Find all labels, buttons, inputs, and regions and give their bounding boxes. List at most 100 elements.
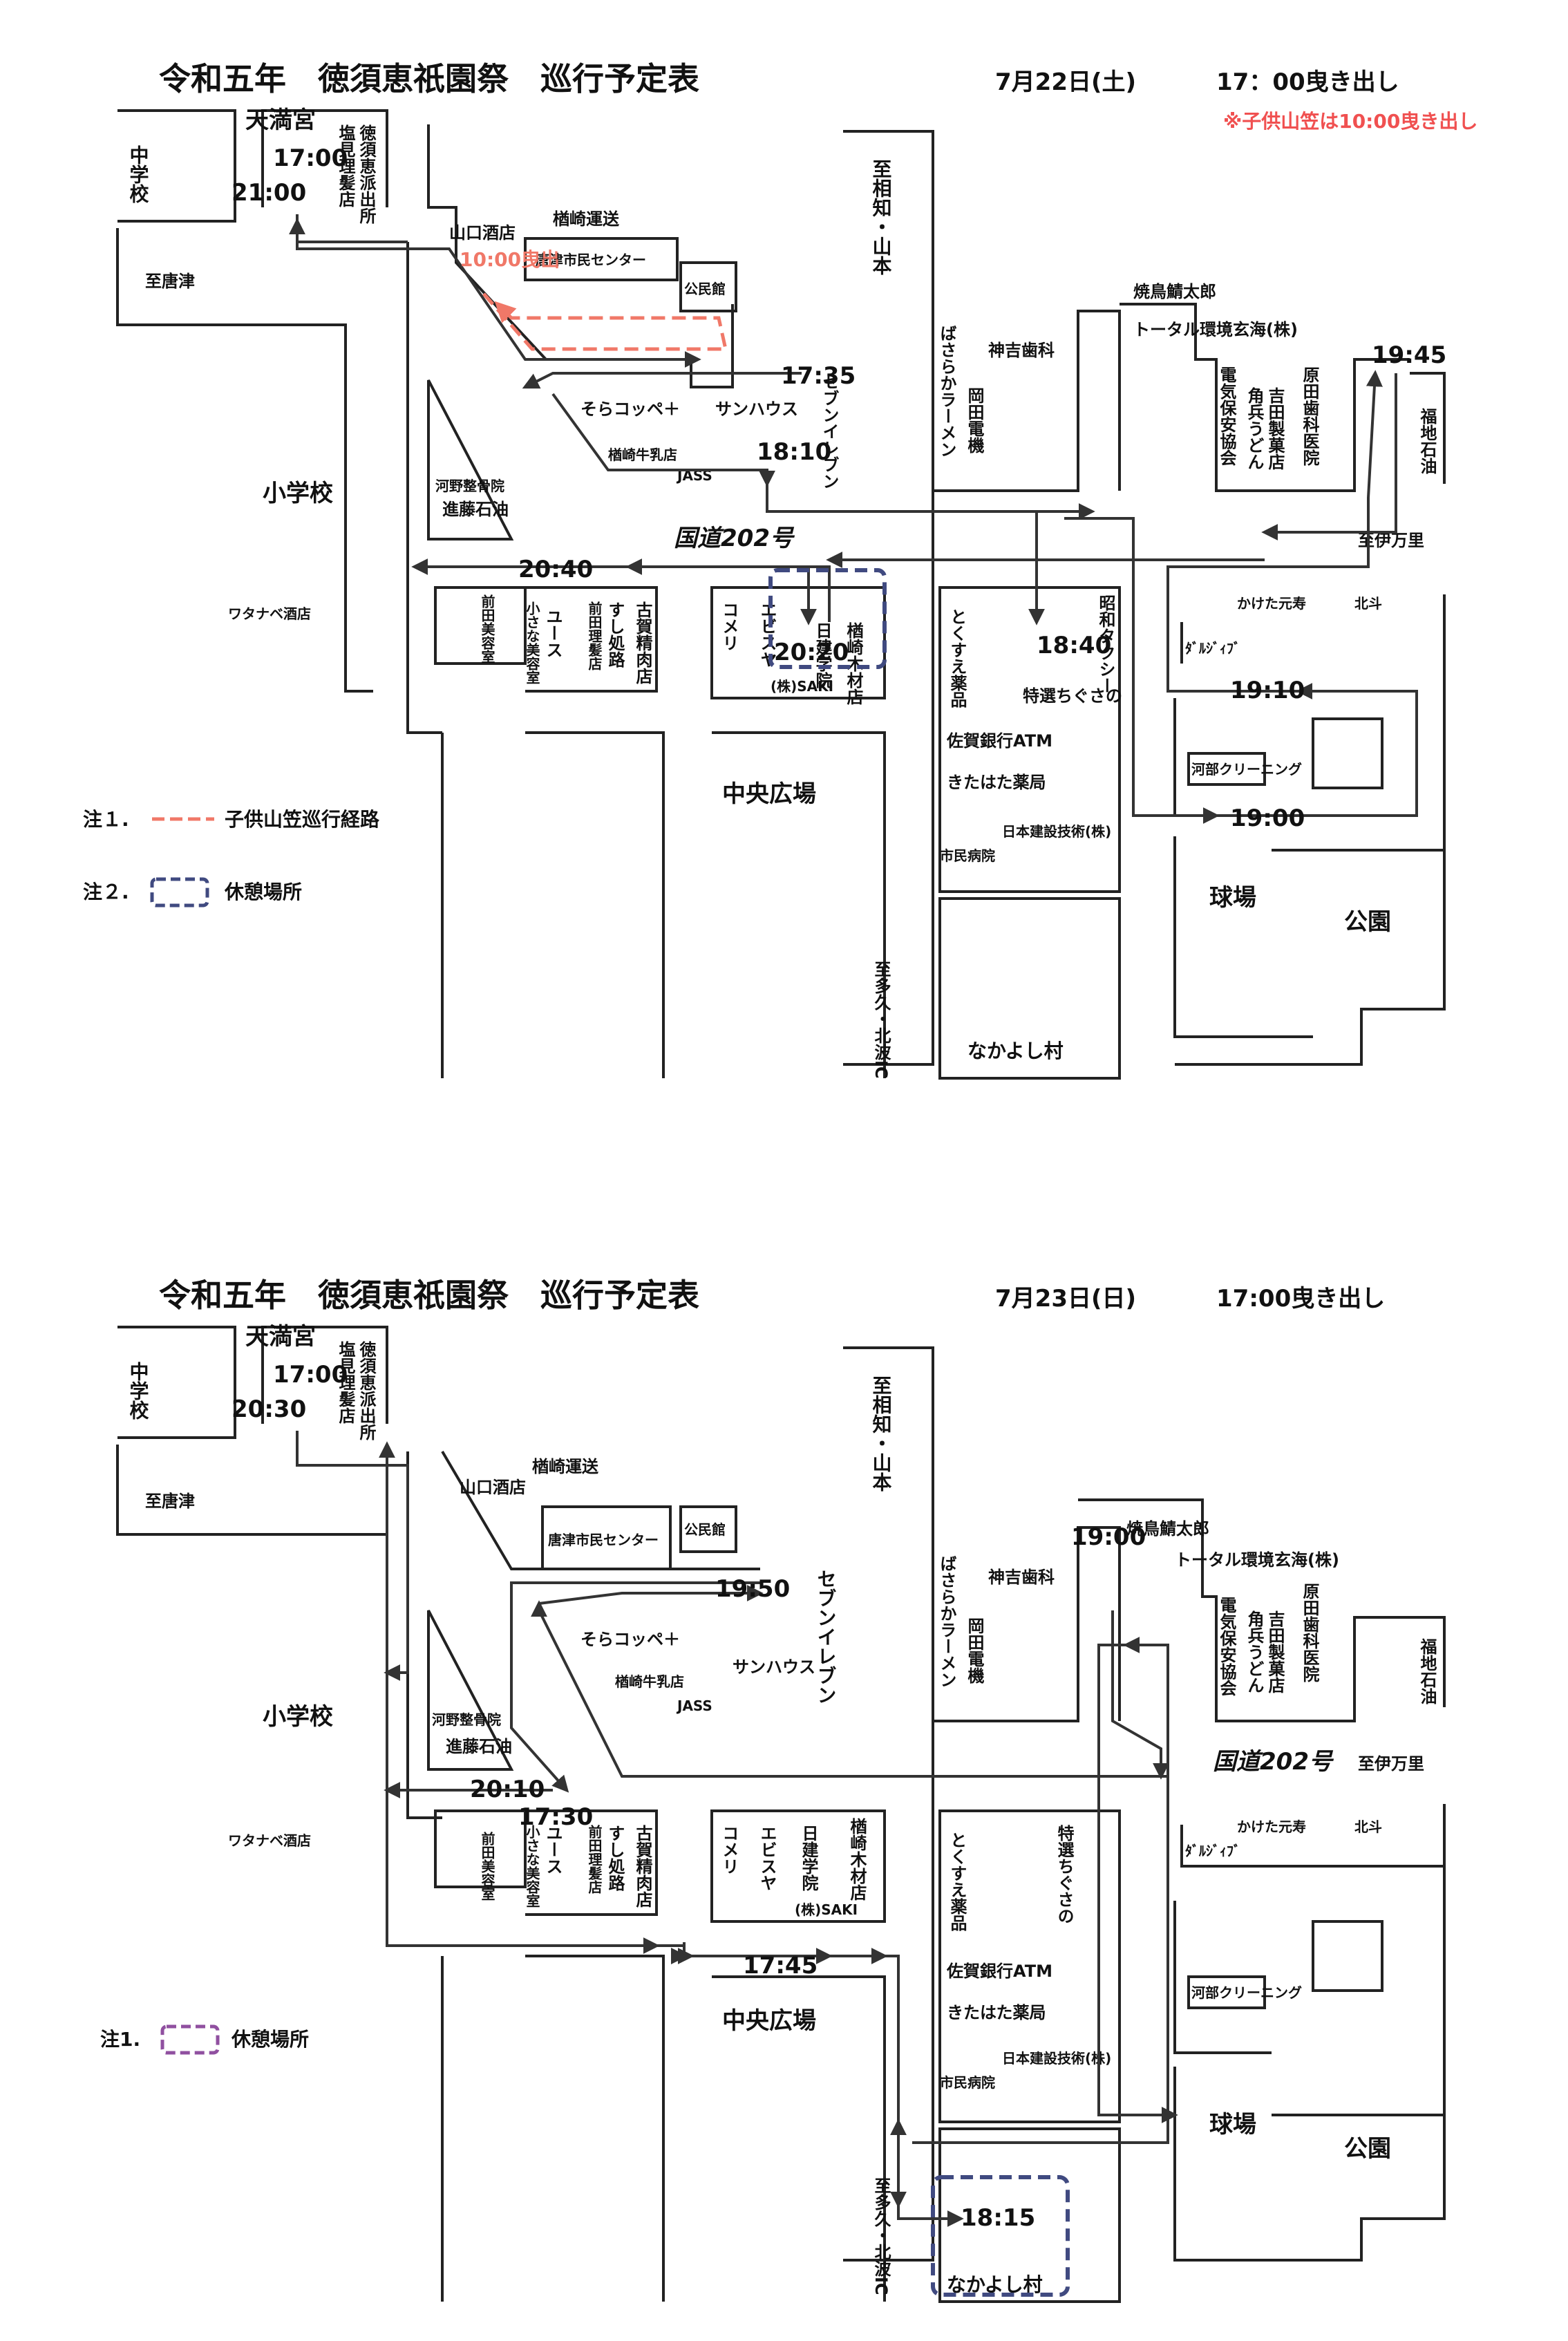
map1: 令和五年 徳須恵祇園祭 巡行予定表 7月22日(土) 17：00曳き出し ※子供… [83, 60, 1477, 1080]
label-kitahata: きたはた薬局 [947, 773, 1046, 792]
label-seven: セブンイレブン [820, 373, 839, 489]
label-kokudo: 国道202号 [674, 525, 795, 552]
label-kyujo: 球場 [1209, 884, 1256, 912]
map2-label-karatsu: 至唐津 [145, 1492, 195, 1511]
label-mokuzai: 楢崎木材店 [844, 622, 864, 706]
label-saki: (株)SAKI [771, 678, 833, 695]
label-karatsu: 至唐津 [145, 272, 195, 291]
map2-time-7: 19:00 [1071, 1523, 1146, 1551]
map2-label-shindo: 進藤石油 [446, 1737, 512, 1756]
map2-label-yamaguchi: 山口酒店 [460, 1478, 526, 1497]
map2-label-saki: (株)SAKI [795, 1901, 858, 1918]
map2-time-6: 18:15 [961, 2204, 1035, 2232]
map2-label-okada: 岡田電機 [965, 1617, 984, 1684]
map2-label-ic: 至多久・北波IC [871, 2177, 891, 2295]
map1-note2-text: 休憩場所 [224, 881, 302, 903]
map2-label-chugakko: 中学校 [127, 1362, 150, 1420]
label-tokusen: 特選ちぐさの [1023, 686, 1122, 706]
map2-label-drive: ﾀﾞﾙｼﾞｨﾌﾞ [1185, 1843, 1240, 1859]
map2-label-shogakko: 小学校 [263, 1703, 333, 1731]
map2-label-koga: 古賀精肉店 [633, 1825, 653, 1908]
map1-time-8: 19:10 [1230, 677, 1305, 704]
label-harada: 原田歯科医院 [1300, 366, 1319, 466]
map2-label-ebisuya: エビスヤ [757, 1825, 777, 1891]
label-drive: ﾀﾞﾙｼﾞｨﾌﾞ [1185, 640, 1240, 657]
label-katsuta: かけた元寿 [1237, 595, 1306, 612]
label-kominkan: 公民館 [684, 281, 726, 297]
map2-label-tokusen: 特選ちぐさの [1055, 1825, 1074, 1924]
label-center: 唐津市民センター [536, 252, 646, 268]
map2-start: 17:00曳き出し [1216, 1285, 1385, 1313]
map2-time-5: 17:45 [743, 1952, 818, 1980]
label-tenmangu: 天満宮 [245, 106, 316, 134]
label-narasaki: 楢崎運送 [553, 209, 620, 229]
label-hokuto: 北斗 [1354, 595, 1382, 612]
map2-label-toyama: とくすえ薬品 [947, 1832, 967, 1931]
map2-label-saga-atm: 佐賀銀行ATM [946, 1962, 1052, 1981]
label-kamiyoshi: 神吉歯科 [988, 341, 1055, 360]
map1-time-4: 20:40 [518, 556, 593, 583]
map2-label-katsuta: かけた元寿 [1237, 1818, 1306, 1835]
map1-time-1: 21:00 [232, 179, 306, 207]
map2-label-sora: そらコッペ＋ [580, 1630, 680, 1649]
map2-label-koen: 公園 [1344, 2135, 1391, 2163]
map1-rest-area [768, 568, 887, 669]
map2-labels: 天満宮 中学校 塩見理髪店 徳須恵派出所 至唐津 楢崎運送 山口酒店 唐津市民セ… [127, 1323, 1438, 2296]
map1-time-7: 19:45 [1372, 341, 1446, 369]
label-kawabe: 河部クリーニング [1191, 761, 1302, 778]
map2-legend: 注1. 休憩場所 [100, 2024, 309, 2055]
label-sushi: すし処路 [605, 601, 625, 668]
map2-rest-area [931, 2175, 1070, 2297]
map1-date: 7月22日(土) [995, 68, 1136, 96]
map2-label-gyunyu: 楢崎牛乳店 [614, 1673, 684, 1690]
map2: 令和五年 徳須恵祇園祭 巡行予定表 7月23日(日) 17:00曳き出し [100, 1277, 1446, 2303]
map1-time-0: 17:00 [273, 144, 348, 172]
map2-time-2: 19:50 [715, 1575, 790, 1603]
label-shiomi: 塩見理髪店 [336, 124, 356, 208]
map2-label-sushi: すし処路 [605, 1825, 625, 1891]
map2-label-watanabe: ワタナベ酒店 [228, 1832, 311, 1849]
map2-label-kyujo: 球場 [1209, 2111, 1256, 2138]
label-denki: 電気保安協会 [1217, 366, 1237, 467]
map1-route [289, 214, 1418, 824]
label-aichi: 至相知・山本 [870, 159, 893, 275]
map1-blocks [116, 109, 1446, 1080]
map1-time-6: 18:40 [1037, 632, 1111, 659]
map2-label-nihon: 日本建設技術(株) [1002, 2050, 1111, 2067]
map1-note1-label: 注１. [83, 808, 129, 831]
map2-label-yakitori: 焼鳥鯖太郎 [1126, 1519, 1209, 1539]
map2-label-fukuchi: 福地石油 [1417, 1638, 1437, 1704]
map2-title: 令和五年 徳須恵祇園祭 巡行予定表 [159, 1277, 699, 1314]
label-saga-atm: 佐賀銀行ATM [946, 731, 1052, 751]
map1-start: 17：00曳き出し [1216, 68, 1399, 96]
label-toyama: とくすえ薬品 [947, 608, 967, 708]
map2-label-chuo: 中央広場 [722, 2007, 816, 2035]
map2-time-3: 20:10 [470, 1776, 545, 1803]
label-basara: ばさらかラーメン [937, 325, 956, 458]
label-fukuchi: 福地石油 [1417, 408, 1437, 474]
map2-label-imari: 至伊万里 [1358, 1754, 1424, 1774]
map1-time-9: 19:00 [1230, 805, 1305, 832]
map2-date: 7月23日(日) [995, 1285, 1136, 1313]
map2-label-kawabe: 河部クリーニング [1191, 1984, 1302, 2001]
map2-label-tenmangu: 天満宮 [245, 1323, 316, 1351]
label-yakitori: 焼鳥鯖太郎 [1133, 282, 1216, 301]
map2-label-kitahata: きたはた薬局 [947, 2003, 1046, 2022]
map2-label-yoshida: 吉田製菓店 [1265, 1610, 1285, 1694]
map2-note1-label: 注1. [100, 2028, 140, 2051]
map2-label-kominkan: 公民館 [684, 1521, 726, 1538]
map2-label-yusu: ユース [543, 1825, 563, 1874]
map2-time-0: 17:00 [273, 1361, 348, 1389]
map1-title: 令和五年 徳須恵祇園祭 巡行予定表 [159, 60, 699, 97]
label-gyunyu: 楢崎牛乳店 [607, 446, 677, 463]
label-nikken: 日建学院 [813, 622, 832, 688]
map1-legend: 注１. 子供山笠巡行経路 注２. 休憩場所 [83, 808, 380, 908]
label-ic: 至多久・北波IC [871, 961, 891, 1079]
map2-label-harada: 原田歯科医院 [1300, 1583, 1319, 1682]
label-kadobe: 角兵うどん [1245, 386, 1264, 470]
label-chuo: 中央広場 [722, 780, 816, 808]
map2-label-hokuto: 北斗 [1354, 1818, 1382, 1835]
map2-label-sunhouse: サンハウス [733, 1657, 815, 1677]
label-maeda-biyo: 前田美容室 [479, 594, 495, 664]
map1-time-2: 17:35 [781, 362, 856, 390]
